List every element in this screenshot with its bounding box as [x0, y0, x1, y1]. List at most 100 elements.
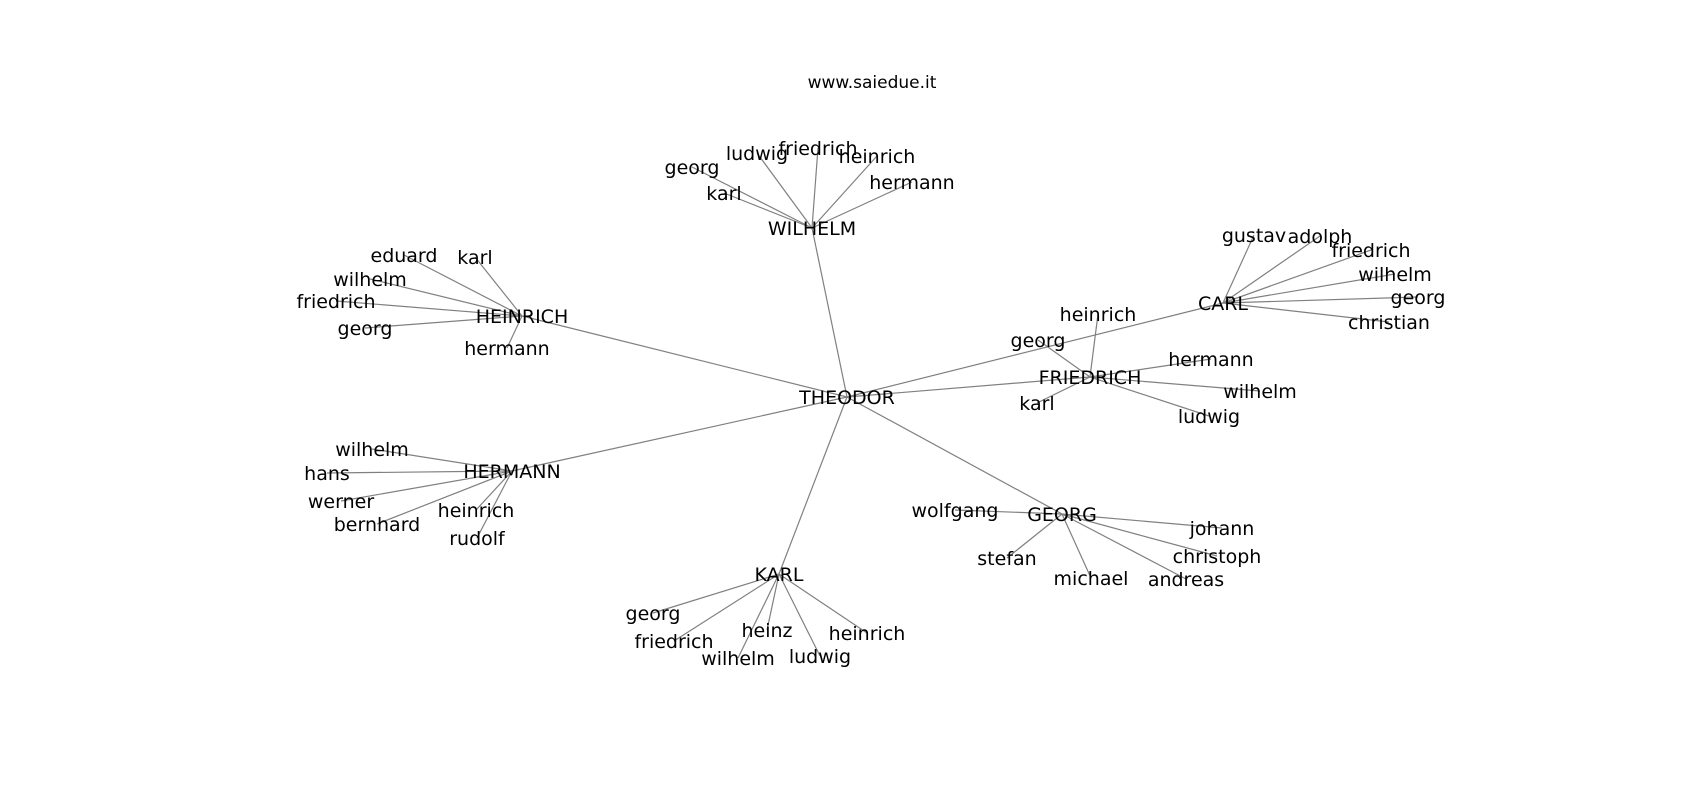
leaf-node-georg-christoph: christoph — [1173, 546, 1262, 568]
edge-root-to-georg — [846, 396, 1063, 515]
branch-node-friedrich: FRIEDRICH — [1039, 367, 1142, 389]
edge-carl-to-friedrich — [1222, 249, 1372, 304]
edge-hermann-to-bernhard — [376, 470, 513, 525]
leaf-node-georg-michael: michael — [1054, 568, 1129, 590]
leaf-node-carl-wilhelm: wilhelm — [1358, 264, 1432, 286]
leaf-node-wilhelm-ludwig: ludwig — [726, 143, 788, 165]
edge-heinrich-to-friedrich — [335, 300, 523, 317]
leaf-node-carl-georg: georg — [1391, 287, 1446, 309]
edge-root-to-friedrich — [846, 376, 1091, 398]
leaf-node-carl-adolph: adolph — [1288, 226, 1353, 248]
edge-wilhelm-to-hermann — [811, 181, 913, 229]
leaf-node-hermann-rudolf: rudolf — [449, 528, 506, 550]
leaf-node-carl-gustav: gustav — [1222, 225, 1286, 247]
edge-georg-to-christoph — [1061, 513, 1218, 557]
edge-heinrich-to-eduard — [403, 254, 523, 317]
leaf-node-friedrich-ludwig: ludwig — [1178, 406, 1240, 428]
watermark-caption: www.saiedue.it — [808, 73, 937, 93]
edge-georg-to-johann — [1061, 513, 1223, 529]
edge-heinrich-to-georg — [364, 315, 523, 329]
leaf-node-friedrich-georg: georg — [1011, 330, 1066, 352]
edge-karl-to-wilhelm — [737, 573, 780, 659]
edge-friedrich-to-ludwig — [1089, 376, 1210, 417]
edge-hermann-to-werner — [340, 470, 513, 502]
edge-karl-to-ludwig — [778, 573, 821, 657]
branch-node-carl: CARL — [1198, 293, 1248, 315]
edge-wilhelm-to-ludwig — [756, 152, 813, 229]
edge-root-to-heinrich — [521, 315, 848, 398]
edges-layer — [326, 147, 1419, 659]
leaf-node-friedrich-hermann: hermann — [1168, 349, 1253, 371]
edge-georg-to-stefan — [1006, 513, 1063, 559]
leaf-node-heinrich-eduard: eduard — [371, 245, 438, 267]
edge-georg-to-andreas — [1061, 513, 1187, 580]
leaf-node-friedrich-wilhelm: wilhelm — [1223, 381, 1297, 403]
leaf-node-georg-johann: johann — [1189, 518, 1255, 540]
edge-hermann-to-heinrich — [475, 470, 513, 511]
leaf-node-wilhelm-friedrich: friedrich — [778, 138, 857, 160]
leaf-node-hermann-werner: werner — [308, 491, 374, 513]
edge-heinrich-to-hermann — [506, 315, 523, 349]
edge-root-to-hermann — [511, 396, 848, 472]
edge-hermann-to-rudolf — [476, 470, 513, 539]
leaf-node-carl-friedrich: friedrich — [1331, 240, 1410, 262]
leaf-node-wilhelm-georg: georg — [665, 157, 720, 179]
leaf-node-heinrich-karl: karl — [457, 247, 492, 269]
leaf-node-wilhelm-heinrich: heinrich — [839, 146, 916, 168]
edge-karl-to-friedrich — [673, 573, 780, 642]
edge-karl-to-heinrich — [778, 573, 868, 634]
root-node-theodor: THEODOR — [798, 387, 895, 409]
leaf-node-karl-heinrich: heinrich — [829, 623, 906, 645]
edge-root-to-carl — [846, 302, 1224, 398]
edge-friedrich-to-heinrich — [1089, 313, 1099, 378]
edge-karl-to-heinz — [766, 573, 780, 631]
edge-wilhelm-to-heinrich — [811, 155, 878, 229]
edge-hermann-to-wilhelm — [371, 448, 513, 472]
leaf-node-karl-friedrich: friedrich — [634, 631, 713, 653]
leaf-node-karl-georg: georg — [626, 603, 681, 625]
leaf-node-heinrich-wilhelm: wilhelm — [333, 269, 407, 291]
leaf-node-karl-ludwig: ludwig — [789, 646, 851, 668]
edge-root-to-karl — [778, 396, 848, 575]
leaf-node-heinrich-hermann: hermann — [464, 338, 549, 360]
branch-node-wilhelm: WILHELM — [768, 218, 856, 240]
labels-layer: www.saiedue.it THEODOR WILHELM georg ludwig… — [296, 73, 1445, 670]
leaf-node-hermann-hans: hans — [304, 463, 350, 485]
edge-wilhelm-to-friedrich — [811, 147, 819, 229]
leaf-node-karl-wilhelm: wilhelm — [701, 648, 775, 670]
edge-friedrich-to-karl — [1036, 376, 1091, 404]
edge-carl-to-georg — [1222, 296, 1419, 304]
edge-georg-to-michael — [1061, 513, 1092, 579]
edge-georg-to-wolfgang — [954, 509, 1063, 515]
leaf-node-friedrich-heinrich: heinrich — [1060, 304, 1137, 326]
branch-node-hermann: HERMANN — [463, 461, 560, 483]
edge-carl-to-adolph — [1222, 235, 1321, 304]
edge-carl-to-christian — [1222, 302, 1390, 323]
edge-hermann-to-hans — [326, 470, 513, 474]
leaf-node-heinrich-georg: georg — [338, 318, 393, 340]
leaf-node-hermann-heinrich: heinrich — [438, 500, 515, 522]
branch-node-georg: GEORG — [1027, 504, 1097, 526]
edge-heinrich-to-wilhelm — [369, 278, 523, 317]
edge-wilhelm-to-georg — [691, 166, 813, 229]
edge-root-to-wilhelm — [811, 227, 848, 398]
leaf-node-hermann-wilhelm: wilhelm — [335, 439, 409, 461]
edge-friedrich-to-wilhelm — [1089, 376, 1261, 392]
leaf-node-georg-wolfgang: wolfgang — [912, 500, 999, 522]
edge-karl-to-georg — [652, 573, 780, 614]
edge-friedrich-to-hermann — [1089, 358, 1212, 378]
edge-heinrich-to-karl — [474, 256, 523, 317]
leaf-node-georg-stefan: stefan — [977, 548, 1036, 570]
leaf-node-heinrich-friedrich: friedrich — [296, 291, 375, 313]
leaf-node-georg-andreas: andreas — [1148, 569, 1224, 591]
edge-friedrich-to-georg — [1037, 339, 1091, 378]
leaf-node-friedrich-karl: karl — [1019, 393, 1054, 415]
branch-node-heinrich: HEINRICH — [476, 306, 568, 328]
leaf-node-wilhelm-hermann: hermann — [869, 172, 954, 194]
leaf-node-wilhelm-karl: karl — [706, 183, 741, 205]
edge-wilhelm-to-karl — [723, 192, 813, 229]
edge-carl-to-gustav — [1222, 234, 1255, 304]
edge-carl-to-wilhelm — [1222, 273, 1396, 304]
